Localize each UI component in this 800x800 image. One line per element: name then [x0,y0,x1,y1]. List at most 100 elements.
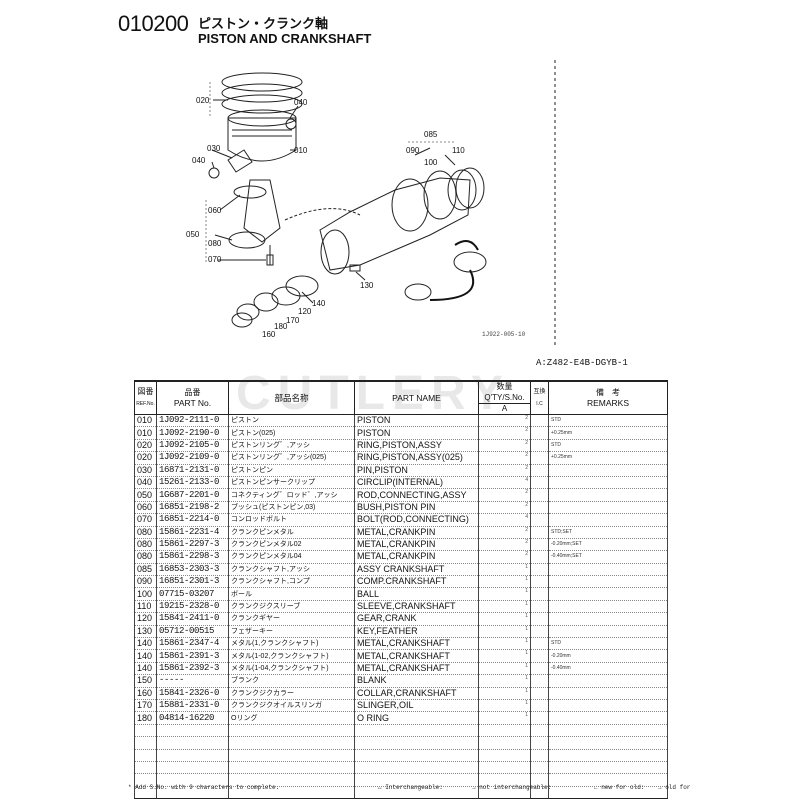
section-code: 010200 [118,11,189,36]
circlip [208,167,220,179]
row-name-jp: クランクピンメタル02 [228,538,355,552]
callout-label: 020 [196,96,210,105]
empty-cell [548,773,668,787]
row-name-jp: クランクシャフト,コンプ [228,575,355,589]
empty-cell [530,736,549,750]
empty-cell [134,761,157,775]
row-part-name: PIN,PISTON [354,464,479,477]
row-name-jp: ピストンピンサークリップ [228,476,355,490]
row-ref-no: 080 [134,538,157,552]
row-name-jp: ピストンリング゛,アッシ(025) [228,451,355,465]
callout-label: 120 [298,307,312,316]
callout-label: 140 [312,299,326,308]
row-qty: 1 [478,612,531,626]
row-part-no: 16853-2303-3 [156,563,229,577]
row-part-name: BALL [354,587,479,601]
row-name-jp: ピストン(025) [228,426,355,440]
row-part-name: O RING [354,711,479,725]
row-part-no: 15861-2391-3 [156,649,229,663]
callout-label: 130 [360,281,374,290]
empty-cell [548,736,668,750]
feather-key [349,264,361,272]
empty-cell [530,724,549,738]
empty-cell [478,761,531,775]
row-qty: 2 [478,501,531,515]
row-remarks [548,699,668,713]
row-part-no: 19215-2328-0 [156,600,229,614]
row-part-no: 1G687-2201-0 [156,488,229,502]
row-ic [530,451,549,465]
crankshaft-metal [453,251,487,273]
row-remarks: STD [548,414,668,428]
empty-cell [228,724,355,738]
row-part-no: ----- [156,674,229,688]
row-part-name: ASSY CRANKSHAFT [354,563,479,577]
row-ic [530,711,549,725]
row-name-jp: クランクギヤー [228,612,355,626]
row-ref-no: 120 [134,612,157,626]
empty-cell [530,761,549,775]
row-part-name: BUSH,PISTON PIN [354,501,479,515]
row-ref-no: 080 [134,550,157,564]
row-ic [530,662,549,676]
piston-pin [227,149,253,173]
empty-cell [134,736,157,750]
row-qty: 2 [478,426,531,440]
footer-note: * Add S.No. with 9 characters to complet… [128,784,280,791]
row-remarks [548,513,668,527]
callout-label: 110 [452,146,465,155]
row-name-jp: ピストンリング゛,アッシ [228,439,355,453]
row-name-jp: Oリング [228,711,355,725]
crankshaft-end [320,229,350,275]
row-part-name: PISTON [354,414,479,428]
row-ref-no: 170 [134,699,157,713]
row-name-jp: クランクピンメタル04 [228,550,355,564]
connecting-rod [243,179,281,243]
row-ic [530,575,549,589]
row-part-name: COLLAR,CRANKSHAFT [354,687,479,701]
row-name-jp: クランクシャフト,アッシ [228,563,355,577]
empty-cell [530,749,549,762]
row-qty: 2 [478,439,531,453]
row-part-no: 04814-16220 [156,711,229,725]
empty-cell [156,761,229,775]
model-note: A:Z482-E4B-DGYB-1 [536,358,628,368]
callout-label: 080 [208,239,222,248]
row-part-no: 16851-2301-3 [156,575,229,589]
row-part-name: COMP.CRANKSHAFT [354,575,479,589]
empty-cell [156,736,229,750]
row-part-no: 07715-03207 [156,587,229,601]
row-ref-no: 060 [134,501,157,515]
row-remarks: +0.25mm [548,451,668,465]
row-qty: 4 [478,513,531,527]
row-part-name: METAL,CRANKSHAFT [354,649,479,663]
row-qty: 1 [478,711,531,725]
row-qty: 1 [478,600,531,614]
row-name-jp: フェザーキー [228,625,355,639]
empty-row [134,761,668,775]
row-ic [530,476,549,490]
callout-label: 180 [274,322,288,331]
circlip [285,118,297,130]
empty-cell [156,749,229,762]
crankshaft-sleeve [447,169,477,211]
empty-cell [228,749,355,762]
row-part-no: 15881-2331-0 [156,699,229,713]
row-remarks [548,464,668,477]
row-part-name: ROD,CONNECTING,ASSY [354,488,479,502]
row-part-name: RING,PISTON,ASSY(025) [354,451,479,465]
row-remarks [548,687,668,701]
row-remarks [548,575,668,589]
callout-label: 070 [208,255,222,264]
row-qty: 2 [478,526,531,539]
legend-interchangeable: ↔ Interchangeable: [378,784,443,791]
